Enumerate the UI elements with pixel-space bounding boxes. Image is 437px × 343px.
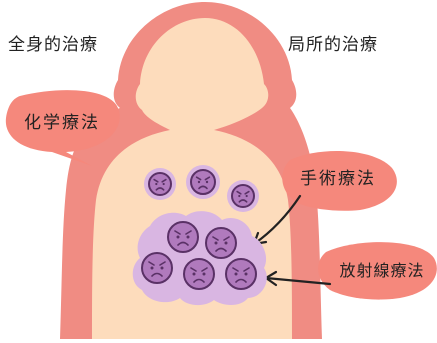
cancer-cell xyxy=(141,252,173,284)
sad-face-icon xyxy=(232,267,250,283)
cancer-cell xyxy=(225,258,257,290)
radiotherapy-callout: 放射線療法 xyxy=(318,242,437,300)
surgery-label: 手術療法 xyxy=(300,169,376,189)
radiotherapy-label: 放射線療法 xyxy=(339,261,424,280)
cancer-cell xyxy=(205,227,237,259)
sad-face-icon xyxy=(195,176,211,190)
local-treatment-heading: 局所的治療 xyxy=(288,35,378,55)
sad-face-icon xyxy=(174,230,192,246)
cancer-cell xyxy=(190,169,216,195)
cancer-cell xyxy=(231,184,255,208)
cancer-cell xyxy=(183,258,215,290)
sad-face-icon xyxy=(236,190,250,203)
cancer-cells xyxy=(141,169,257,290)
systemic-treatment-heading: 全身的治療 xyxy=(8,35,98,55)
cancer-cell xyxy=(167,221,199,253)
sad-face-icon xyxy=(153,178,167,191)
chemotherapy-callout: 化学療法 xyxy=(5,90,120,166)
radiotherapy-arrow xyxy=(264,270,332,287)
cancer-cell xyxy=(148,172,172,196)
surgery-callout: 手術療法 xyxy=(282,150,397,211)
sad-face-icon xyxy=(212,236,230,252)
sad-face-icon xyxy=(148,261,166,277)
sad-face-icon xyxy=(190,267,208,283)
chemotherapy-label: 化学療法 xyxy=(24,113,100,133)
